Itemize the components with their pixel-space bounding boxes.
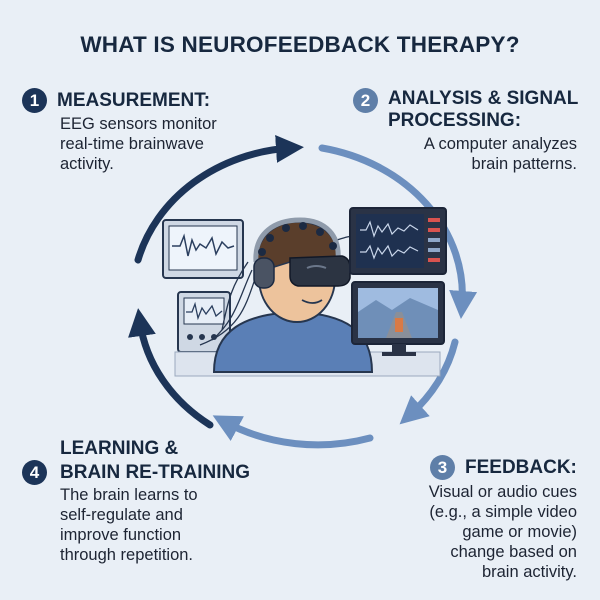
step-4-line: through repetition. [60,546,194,564]
step-3-badge: 3 [430,455,455,480]
step-3-description: Visual or audio cues (e.g., a simple vid… [429,482,577,582]
step-4-line: The brain learns to [60,486,198,504]
step-1-header: 1 MEASUREMENT: [22,88,210,113]
step-3-line: change based on [450,543,577,561]
step-4-title: LEARNING & [60,438,178,460]
step-1-line: EEG sensors monitor [60,115,217,133]
step-3-line: brain activity. [481,563,577,581]
cycle-arrow-2 [318,144,478,319]
step-3-line: Visual or audio cues [428,483,577,501]
step-3-header: 3 FEEDBACK: [430,455,577,480]
step-2-line: A computer analyzes [423,135,577,153]
step-4-header: 4 BRAIN RE-TRAINING [22,460,250,485]
step-4-title-line: BRAIN RE-TRAINING [60,461,250,483]
step-3-title: FEEDBACK: [465,456,577,478]
cycle-arrow-4 [212,415,374,449]
page-title: WHAT IS NEUROFEEDBACK THERAPY? [80,32,520,57]
left-monitor-icon [162,219,244,279]
step-2-title: ANALYSIS & SIGNAL PROCESSING: [388,88,578,132]
step-1-title: MEASUREMENT: [57,89,211,111]
step-1-line: real-time brainwave [60,135,204,153]
step-2-header: 2 ANALYSIS & SIGNAL PROCESSING: [353,88,578,132]
step-3-line: game or movie) [462,523,577,541]
step-2-description: A computer analyzes brain patterns. [424,134,577,174]
cycle-arrow-1 [134,134,304,264]
step-2-badge: 2 [353,88,378,113]
step-2-title-line: ANALYSIS & SIGNAL [388,88,579,109]
step-1-description: EEG sensors monitor real-time brainwave … [60,114,217,174]
step-2-title-line: PROCESSING: [388,110,522,131]
person-icon [212,217,374,373]
step-2-line: brain patterns. [471,155,577,173]
step-4-line: self-regulate and [60,506,183,524]
step-4-description: The brain learns to self-regulate and im… [60,485,198,565]
step-1-badge: 1 [22,88,47,113]
step-1-line: activity. [60,155,114,173]
analysis-monitor-icon [349,207,447,275]
game-monitor-icon [351,281,445,356]
step-4-badge: 4 [22,460,47,485]
cycle-arrow-3 [399,338,459,425]
step-4-line: improve function [60,526,182,544]
cycle-arrow-5 [128,308,214,429]
step-3-line: (e.g., a simple video [429,503,577,521]
step-4-title-line: LEARNING & [60,438,179,459]
